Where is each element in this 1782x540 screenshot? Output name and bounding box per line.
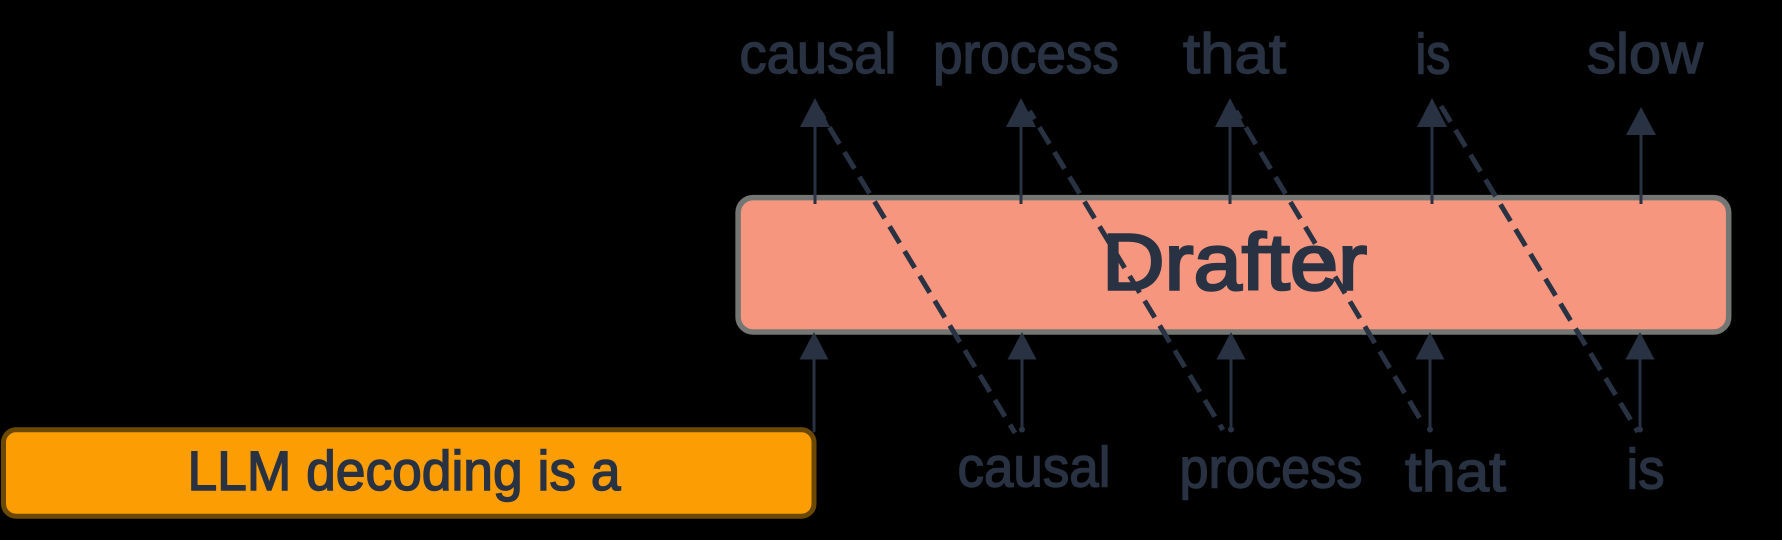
- svg-text:that: that: [1183, 22, 1286, 86]
- svg-text:causal: causal: [740, 22, 897, 86]
- svg-text:causal: causal: [958, 436, 1111, 500]
- svg-text:process: process: [1180, 437, 1363, 501]
- svg-text:slow: slow: [1587, 22, 1704, 86]
- svg-text:Drafter: Drafter: [1102, 218, 1367, 307]
- svg-text:is: is: [1416, 23, 1451, 87]
- svg-text:that: that: [1405, 440, 1506, 504]
- svg-text:LLM decoding is a: LLM decoding is a: [188, 439, 622, 502]
- svg-text:is: is: [1627, 438, 1665, 502]
- svg-text:process: process: [933, 22, 1119, 86]
